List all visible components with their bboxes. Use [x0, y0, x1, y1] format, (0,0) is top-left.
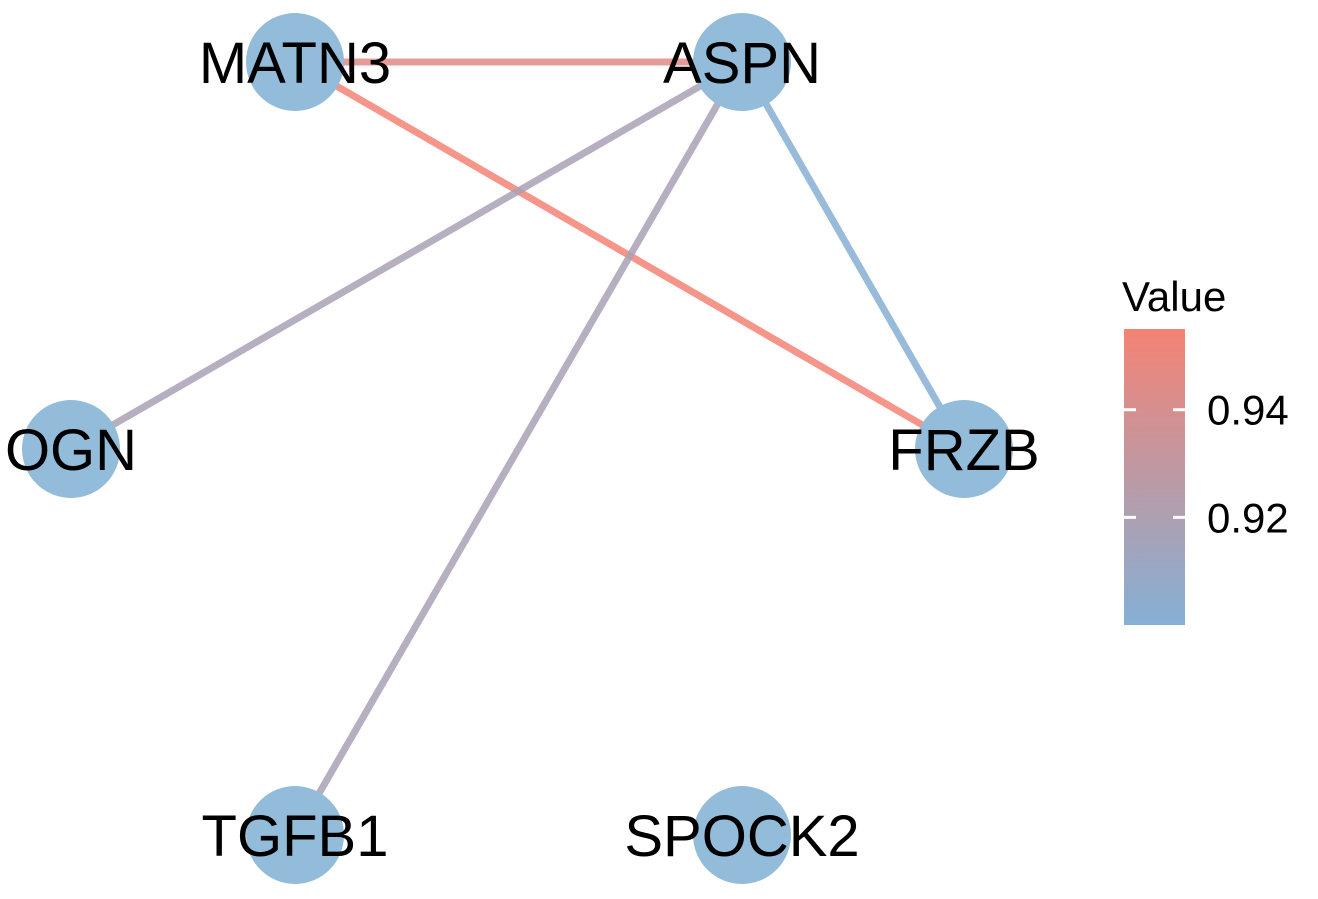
node-frzb	[915, 400, 1013, 498]
color-legend: Value 0.92 0.94	[1122, 273, 1289, 625]
node-aspn	[693, 13, 791, 111]
edge-aspn-tgfb1	[291, 60, 746, 837]
node-matn3	[246, 13, 344, 111]
legend-title: Value	[1122, 273, 1226, 320]
node-tgfb1	[246, 786, 344, 884]
edge-aspn-frzb	[738, 60, 968, 451]
legend-colorbar	[1124, 329, 1185, 625]
edges-layer	[69, 58, 968, 837]
legend-ticks: 0.92 0.94	[1124, 387, 1289, 541]
labels-layer: MATN3 ASPN OGN FRZB TGFB1 SPOCK2	[5, 31, 1040, 869]
node-label-spock2: SPOCK2	[624, 804, 859, 869]
legend-tick-label: 0.94	[1207, 387, 1289, 434]
node-label-ogn: OGN	[5, 418, 137, 483]
node-label-matn3: MATN3	[199, 31, 391, 96]
node-ogn	[22, 400, 120, 498]
node-label-aspn: ASPN	[663, 31, 821, 96]
node-label-tgfb1: TGFB1	[202, 804, 389, 869]
node-label-frzb: FRZB	[888, 418, 1039, 483]
nodes-layer	[22, 13, 1013, 884]
legend-tick-label: 0.92	[1207, 494, 1289, 541]
node-spock2	[693, 786, 791, 884]
edge-aspn-ogn	[69, 58, 744, 453]
